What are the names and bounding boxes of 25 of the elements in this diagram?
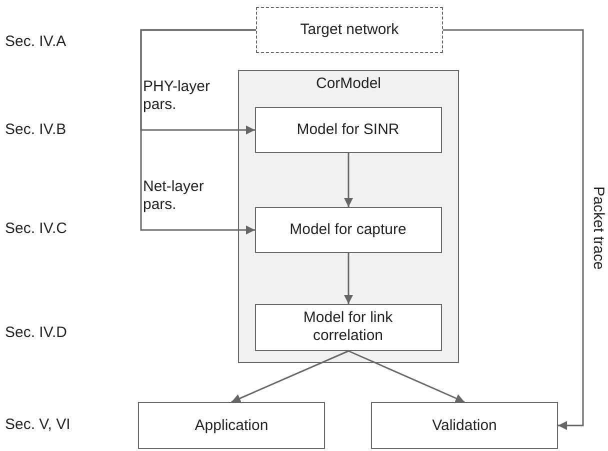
box-label: Target network [299,21,400,39]
arrow [348,350,465,403]
box-label: Application [194,416,270,434]
arrow [140,29,256,234]
arrow [231,350,349,403]
section-label: Sec. V, VI [5,416,70,433]
process-box [254,206,442,252]
arrow [443,29,584,430]
process-box [371,402,558,449]
section-label: Sec. IV.C [5,220,67,237]
section-label: Sec. IV.B [5,121,66,138]
box-label: Model for capture [288,220,408,238]
section-label: Sec. IV.D [5,324,67,341]
process-box [256,7,443,53]
group-box [238,70,459,363]
arrow [344,253,353,304]
process-box [254,106,442,152]
box-label: Validation [431,416,498,434]
arrow [344,153,353,207]
process-box [138,402,325,449]
process-box [254,304,442,350]
box-label: Model for link correlation [302,309,394,345]
section-label: Sec. IV.A [5,33,66,50]
group-title: CorModel [314,74,382,94]
box-label: Model for SINR [296,120,400,138]
